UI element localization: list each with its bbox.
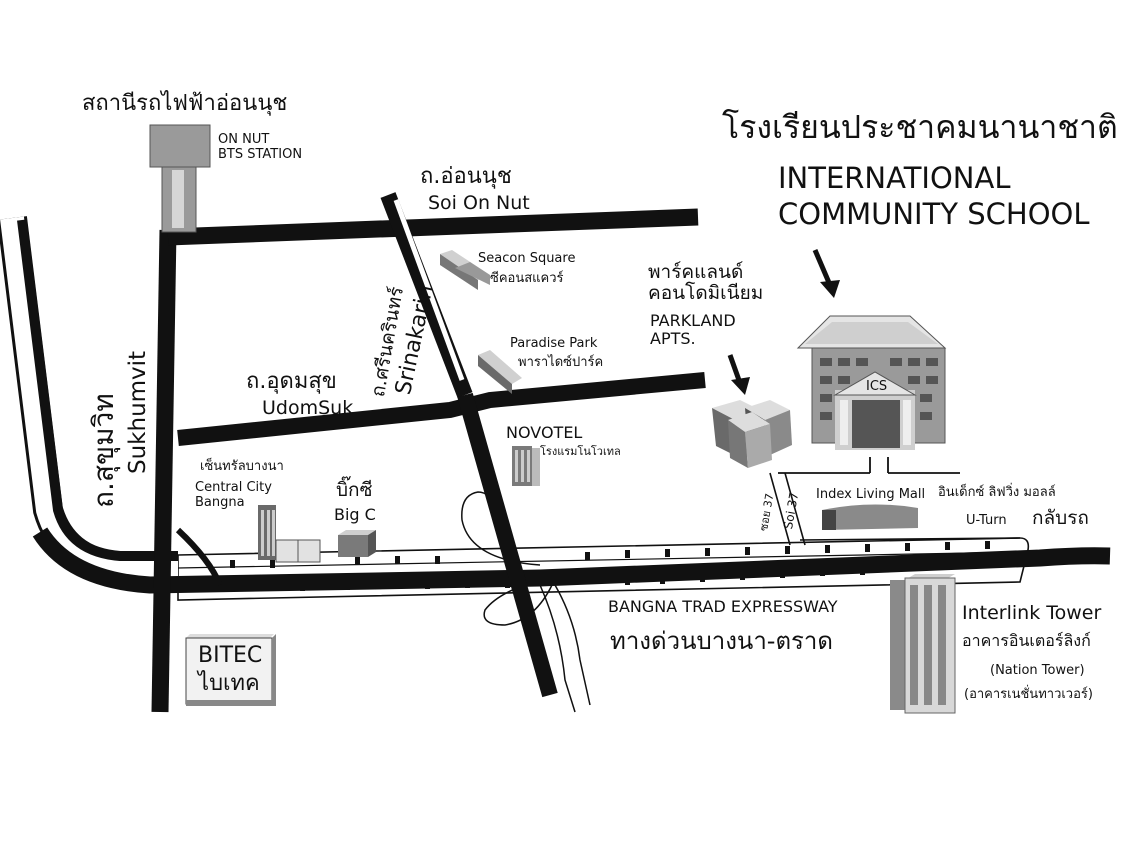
- ics-sign-label: ICS: [866, 379, 888, 394]
- index-living-mall-thai-label: อินเด็กซ์ ลิฟวิ่ง มอลล์: [938, 485, 1056, 500]
- central-city-english-label: Central City Bangna: [195, 480, 272, 510]
- big-c-thai-label: บิ๊กซี: [336, 479, 373, 501]
- sukhumvit-english-label: Sukhumvit: [125, 350, 151, 474]
- index-living-mall-building: [822, 504, 918, 530]
- school-thai-name: โรงเรียนประชาคมนานาชาติ: [722, 108, 1118, 146]
- on-nut-bts-english-label: ON NUT BTS STATION: [218, 132, 303, 162]
- paradise-park-thai-label: พาราไดซ์ปาร์ค: [518, 355, 604, 370]
- soi-on-nut-road: [167, 208, 699, 246]
- expressway-thai-label: ทางด่วนบางนา-ตราด: [610, 627, 833, 655]
- arrow-icon-parkland: [727, 354, 750, 395]
- ics-school-building: [796, 315, 947, 450]
- parkland-english-label: PARKLAND APTS.: [650, 311, 736, 348]
- expressway-english-label: BANGNA TRAD EXPRESSWAY: [608, 597, 838, 616]
- paradise-park-english-label: Paradise Park: [510, 336, 598, 351]
- udomsuk-thai-label: ถ.อุดมสุข: [246, 369, 337, 394]
- school-gate-lines: [869, 457, 889, 473]
- sukhumvit-main-road: [151, 229, 177, 713]
- parkland-thai-label: พาร์คแลนด์ คอนโดมิเนียม: [648, 261, 764, 305]
- bitec-thai-label: ไบเทค: [198, 671, 260, 696]
- parkland-apartments: [712, 400, 792, 468]
- school-english-name: INTERNATIONAL COMMUNITY SCHOOL: [778, 161, 1090, 232]
- soi-on-nut-english-label: Soi On Nut: [428, 192, 530, 214]
- interlink-tower-thai-label: อาคารอินเตอร์ลิงก์: [962, 631, 1091, 650]
- u-turn-english-label: U-Turn: [966, 513, 1007, 528]
- sukhumvit-thai-label: ถ.สุขุมวิท: [87, 393, 120, 508]
- seacon-square-english-label: Seacon Square: [478, 251, 576, 266]
- nation-tower-english-label: (Nation Tower): [990, 663, 1085, 678]
- srinakarin-road: [380, 192, 558, 698]
- soi-37-road-edge: [784, 472, 806, 546]
- soi-on-nut-thai-label: ถ.อ่อนนุช: [420, 164, 512, 189]
- seacon-square-building: [440, 250, 490, 290]
- seacon-square-thai-label: ซีคอนสแควร์: [490, 271, 564, 286]
- interlink-tower-building: [890, 574, 956, 714]
- novotel-building: [512, 446, 540, 486]
- central-city-thai-label: เซ็นทรัลบางนา: [200, 459, 284, 474]
- big-c-building: [338, 530, 376, 557]
- sukhumvit-road: [0, 216, 178, 583]
- novotel-thai-label: โรงแรมโนโวเทล: [540, 445, 621, 458]
- bitec-english-label: BITEC: [198, 643, 263, 668]
- central-link-road: [175, 527, 223, 587]
- soi-37-road: [769, 472, 791, 546]
- central-city-bangna-building: [258, 505, 321, 563]
- bitec-building: [185, 634, 276, 706]
- expressway-pillars: [230, 541, 990, 591]
- on-nut-bts-station: [149, 124, 211, 233]
- on-nut-bts-thai-label: สถานีรถไฟฟ้าอ่อนนุช: [82, 91, 288, 116]
- u-turn-thai-label: กลับรถ: [1032, 507, 1089, 529]
- novotel-english-label: NOVOTEL: [506, 423, 583, 442]
- index-access-road: [799, 537, 1021, 541]
- bangna-trad-road: [32, 527, 1111, 594]
- paradise-park-building: [478, 350, 522, 394]
- big-c-english-label: Big C: [334, 505, 376, 524]
- udomsuk-english-label: UdomSuk: [262, 397, 354, 419]
- nation-tower-thai-label: (อาคารเนชั่นทาวเวอร์): [964, 687, 1093, 702]
- arrow-icon-school: [812, 249, 840, 298]
- bangna-trad-frontage-road: [177, 537, 1030, 601]
- interlink-tower-english-label: Interlink Tower: [962, 602, 1102, 624]
- index-living-mall-english-label: Index Living Mall: [816, 487, 926, 502]
